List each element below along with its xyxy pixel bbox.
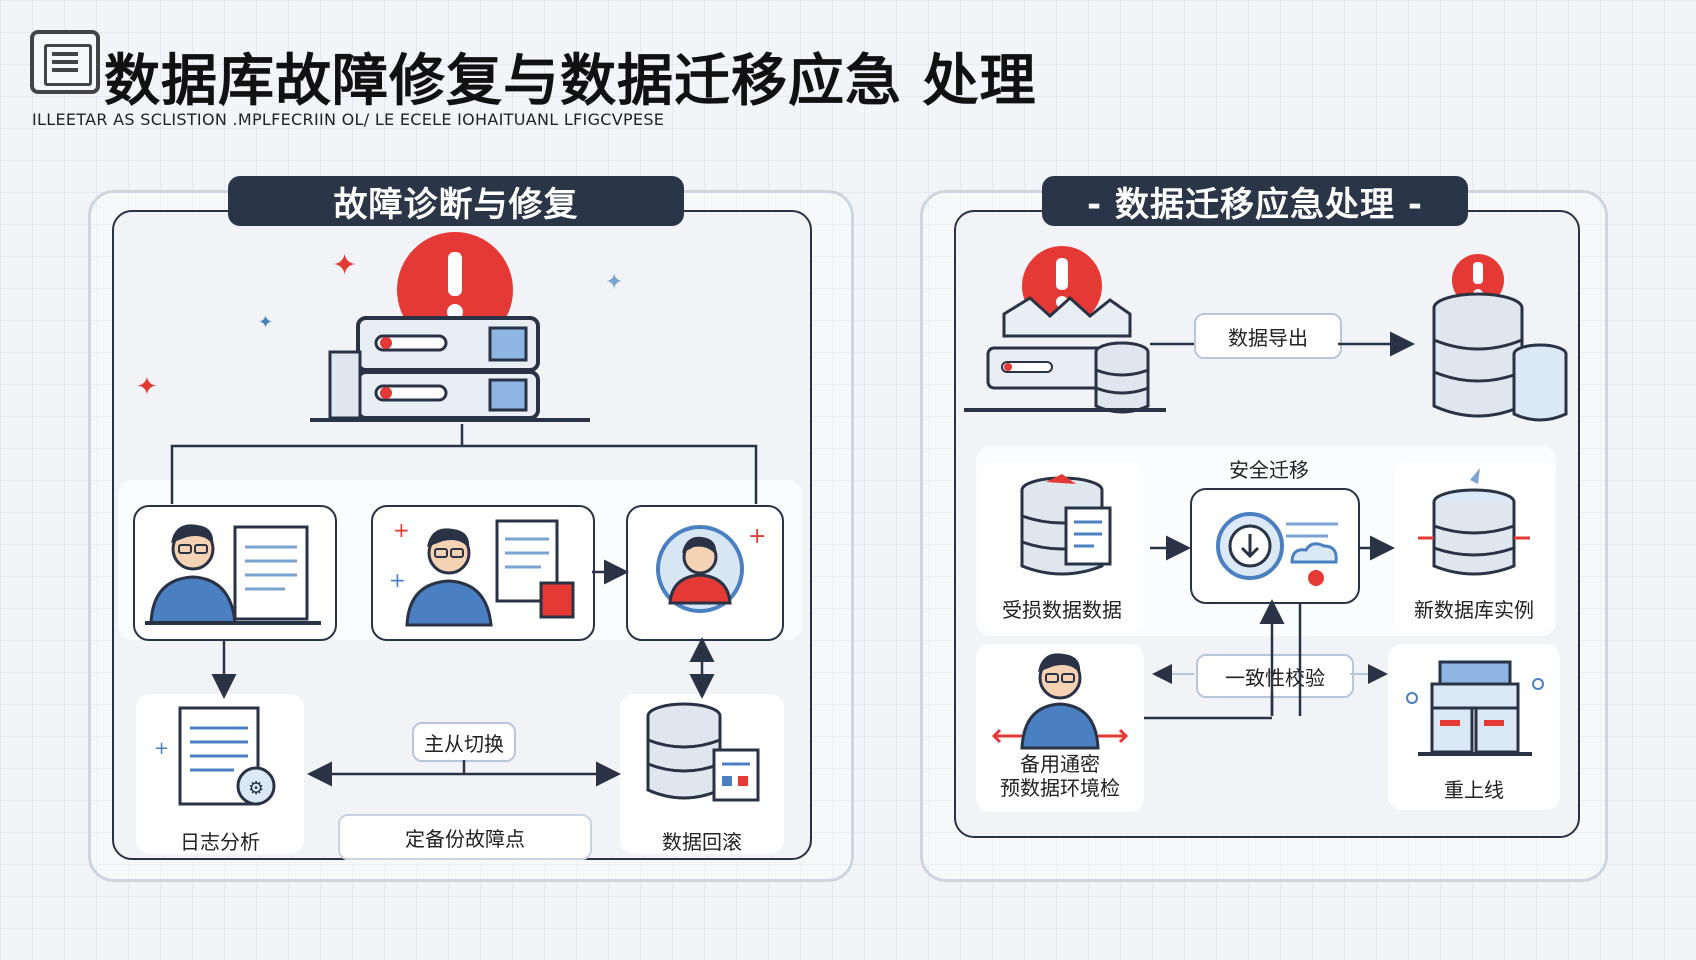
data-rollback-label: 数据回滚 [662, 830, 742, 854]
go-online-card: 重上线 [1388, 644, 1560, 810]
consistency-check-label: 一致性校验 [1196, 654, 1354, 698]
backup-point-label: 定备份故障点 [338, 814, 592, 860]
page-title: 数据库故障修复与数据迁移应急 处理 [104, 49, 1037, 114]
new-instance-card: 新数据库实例 [1394, 462, 1554, 632]
sparkle-icon: ✦ [332, 248, 358, 283]
secure-migration-label: 安全迁移 [1229, 458, 1309, 482]
sparkle-icon: ✦ [605, 270, 624, 295]
log-analysis-label: 日志分析 [180, 830, 260, 854]
standby-env-label-2: 预数据环境检 [1000, 776, 1120, 800]
damaged-data-label: 受损数据数据 [1002, 598, 1122, 622]
svg-text:+: + [748, 524, 766, 549]
svg-text:+: + [393, 518, 410, 542]
migration-sync-card [1190, 488, 1360, 604]
failed-server-icon [300, 230, 600, 430]
svg-text:⚙: ⚙ [248, 778, 264, 799]
sparkle-icon: ✦ [258, 312, 274, 333]
healthy-database-icon [1420, 250, 1570, 430]
go-online-label: 重上线 [1444, 778, 1504, 802]
page-subtitle: ILLEETAR AS SCLISTION .MPLFECRIIN OL/ LE… [32, 110, 665, 129]
broken-server-icon [960, 240, 1170, 420]
data-rollback-card: 数据回滚 [620, 694, 784, 854]
standby-env-card: 备用通密 预数据环境检 [976, 644, 1144, 812]
logo-icon [30, 30, 100, 94]
damaged-data-card: 受损数据数据 [980, 462, 1144, 632]
standby-env-label-1: 备用通密 [1020, 752, 1100, 776]
new-instance-label: 新数据库实例 [1414, 598, 1534, 622]
svg-text:+: + [154, 738, 169, 759]
log-analysis-card: ⚙ + 日志分析 [136, 694, 304, 854]
svg-text:+: + [389, 568, 406, 592]
engineer-report-card: + + [371, 505, 595, 641]
data-export-label: 数据导出 [1194, 313, 1342, 359]
sparkle-icon: ✦ [136, 372, 158, 402]
engineer-review-card [133, 505, 337, 641]
left-header: 故障诊断与修复 [228, 176, 684, 226]
right-header: - 数据迁移应急处理 - [1042, 176, 1468, 226]
